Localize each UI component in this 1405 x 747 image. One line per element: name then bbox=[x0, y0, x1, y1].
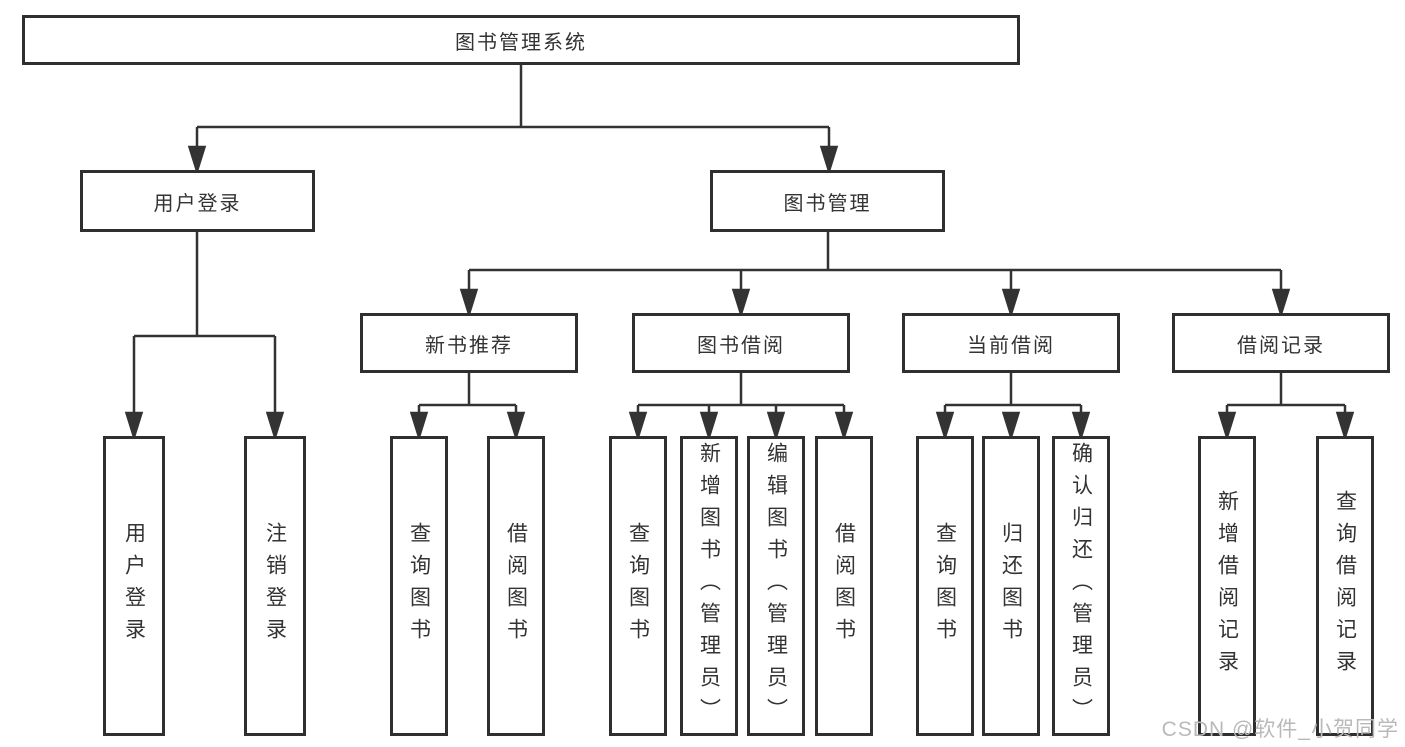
node-label: 借阅图书 bbox=[504, 522, 528, 650]
node-label: 新增图书（管理员） bbox=[697, 442, 721, 730]
node-leaf-query-books-current: 查询图书 bbox=[916, 436, 974, 736]
node-label: 新增借阅记录 bbox=[1215, 490, 1239, 682]
node-leaf-query-borrow-record: 查询借阅记录 bbox=[1316, 436, 1374, 736]
node-book-management-system: 图书管理系统 bbox=[22, 15, 1020, 65]
node-book-management-branch: 图书管理 bbox=[710, 170, 945, 232]
node-label: 查询图书 bbox=[407, 522, 431, 650]
node-label: 查询借阅记录 bbox=[1333, 490, 1357, 682]
node-current-borrowing: 当前借阅 bbox=[902, 313, 1120, 373]
node-leaf-add-borrow-record: 新增借阅记录 bbox=[1198, 436, 1256, 736]
node-label: 归还图书 bbox=[999, 522, 1023, 650]
connector-current-borrowing bbox=[935, 373, 1091, 442]
node-label: 查询图书 bbox=[933, 522, 957, 650]
node-leaf-borrow-books-borrowing: 借阅图书 bbox=[815, 436, 873, 736]
connector-user-login bbox=[124, 232, 285, 442]
connector-book-borrowing bbox=[628, 373, 854, 442]
node-label: 新书推荐 bbox=[425, 334, 513, 357]
node-label: 当前借阅 bbox=[967, 334, 1055, 357]
node-user-login-branch: 用户登录 bbox=[80, 170, 315, 232]
csdn-watermark: CSDN @软件_小贺同学 bbox=[1161, 718, 1399, 741]
node-leaf-return-books: 归还图书 bbox=[982, 436, 1040, 736]
node-leaf-query-books-borrowing: 查询图书 bbox=[609, 436, 667, 736]
node-new-book-recommend: 新书推荐 bbox=[360, 313, 578, 373]
node-label: 查询图书 bbox=[626, 522, 650, 650]
node-leaf-query-books-recommend: 查询图书 bbox=[390, 436, 448, 736]
node-label: 编辑图书（管理员） bbox=[764, 442, 788, 730]
node-label: 确认归还（管理员） bbox=[1069, 442, 1093, 730]
node-leaf-logout: 注销登录 bbox=[244, 436, 306, 736]
node-leaf-borrow-books-recommend: 借阅图书 bbox=[487, 436, 545, 736]
node-borrowing-records: 借阅记录 bbox=[1172, 313, 1390, 373]
connector-borrowing-records bbox=[1217, 373, 1355, 442]
node-leaf-add-books-admin: 新增图书（管理员） bbox=[680, 436, 738, 736]
node-book-borrowing: 图书借阅 bbox=[632, 313, 850, 373]
node-leaf-edit-books-admin: 编辑图书（管理员） bbox=[747, 436, 805, 736]
connector-root bbox=[187, 65, 839, 176]
connector-book-management bbox=[459, 232, 1291, 319]
node-label: 用户登录 bbox=[153, 192, 242, 215]
node-label: 用户登录 bbox=[122, 522, 146, 650]
node-label: 注销登录 bbox=[263, 522, 287, 650]
node-label: 图书管理系统 bbox=[455, 31, 587, 54]
node-leaf-confirm-return-admin: 确认归还（管理员） bbox=[1052, 436, 1110, 736]
connector-new-book-recommend bbox=[409, 373, 526, 442]
node-label: 图书管理 bbox=[783, 192, 872, 215]
node-label: 图书借阅 bbox=[697, 334, 785, 357]
node-label: 借阅记录 bbox=[1237, 334, 1325, 357]
node-label: 借阅图书 bbox=[832, 522, 856, 650]
node-leaf-user-login: 用户登录 bbox=[103, 436, 165, 736]
